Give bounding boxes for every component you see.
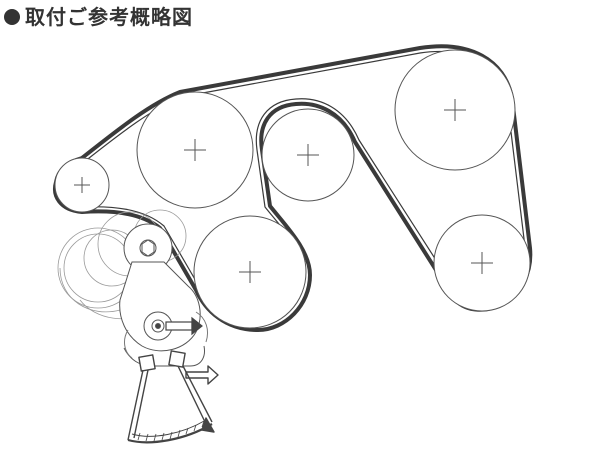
mounting-bolt-arrow-icon (165, 316, 203, 336)
center-cross-icon (74, 177, 90, 193)
center-cross-icon (239, 261, 261, 283)
wrench-tool-icon (127, 350, 219, 444)
center-cross-icon (471, 252, 493, 274)
pulley-middle (261, 108, 355, 202)
bullet-dot-icon (4, 9, 20, 25)
pulley-top-large (136, 91, 254, 209)
pulley-bottom-right (433, 214, 531, 312)
hex-bolt-icon (141, 239, 155, 257)
wrench-handle (127, 423, 213, 444)
pulley-center-bottom (193, 215, 307, 329)
pulley-top-right-large (394, 49, 516, 171)
title-text: 取付ご参考概略図 (25, 5, 193, 29)
tensioner-pivot (143, 311, 173, 341)
center-cross-icon (184, 139, 206, 161)
center-cross-icon (444, 99, 466, 121)
diagram-title: 取付ご参考概略図 (4, 6, 193, 28)
center-cross-icon (297, 144, 319, 166)
tensioner-assembly (57, 209, 209, 367)
pulley-small-left (54, 157, 110, 213)
